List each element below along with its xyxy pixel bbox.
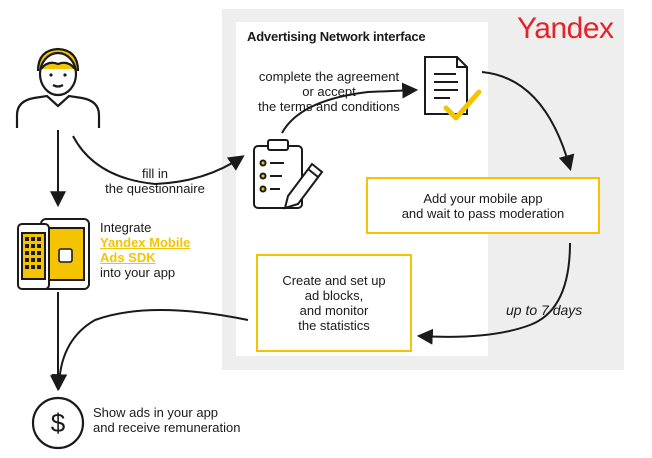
integrate-prefix: Integrate xyxy=(100,220,152,235)
create-blocks-box xyxy=(256,254,412,352)
duration-label: up to 7 days xyxy=(506,302,583,318)
arrow-questionnaire-to-agreement xyxy=(281,82,419,134)
add-app-line-2: and wait to pass moderation xyxy=(401,205,565,221)
create-blocks-line-3: and monitor xyxy=(299,303,369,318)
sdk-link-line-1[interactable]: Yandex Mobile xyxy=(100,235,191,250)
agreement-line-1: complete the agreement xyxy=(258,69,400,84)
questionnaire-line-1: fill in xyxy=(141,166,168,181)
clipboard-pencil-icon xyxy=(253,139,324,210)
sdk-link-line-2[interactable]: Ads SDK xyxy=(100,250,156,265)
show-ads-text: Show ads in your app and receive remuner… xyxy=(93,405,240,435)
svg-text:$: $ xyxy=(51,408,66,438)
create-blocks-line-2: ad blocks, xyxy=(304,288,364,303)
add-app-box xyxy=(366,177,600,234)
agreement-line-3: the terms and conditions xyxy=(258,99,400,114)
add-app-line-1: Add your mobile app xyxy=(423,190,543,206)
yandex-logo: Yandex xyxy=(517,12,614,45)
create-blocks-text: Create and set up ad blocks, and monitor… xyxy=(257,255,411,351)
questionnaire-step-text: fill in the questionnaire xyxy=(95,166,215,196)
add-app-text: Add your mobile app and wait to pass mod… xyxy=(367,178,599,233)
show-ads-line-2: and receive remuneration xyxy=(93,420,241,435)
arrow-user-to-questionnaire xyxy=(72,135,245,186)
user-icon xyxy=(15,47,101,128)
arrow-create-blocks-to-show-ads xyxy=(51,309,249,391)
create-blocks-line-1: Create and set up xyxy=(282,273,386,288)
document-check-icon xyxy=(424,56,482,121)
questionnaire-line-2: the questionnaire xyxy=(105,181,205,196)
agreement-step-text: complete the agreement or accept the ter… xyxy=(240,69,418,114)
mobile-devices-icon xyxy=(17,218,90,290)
integrate-sdk-text: Integrate Yandex Mobile Ads SDK into you… xyxy=(100,220,190,280)
agreement-line-2: or accept xyxy=(302,84,356,99)
arrow-add-app-to-create-blocks xyxy=(416,242,571,345)
panel-title: Advertising Network interface xyxy=(247,29,426,44)
integrate-suffix: into your app xyxy=(100,265,176,280)
arrow-agreement-to-add-app xyxy=(481,71,575,172)
create-blocks-line-4: the statistics xyxy=(298,318,370,333)
show-ads-line-1: Show ads in your app xyxy=(93,405,219,420)
dollar-coin-icon: $ xyxy=(31,396,85,450)
